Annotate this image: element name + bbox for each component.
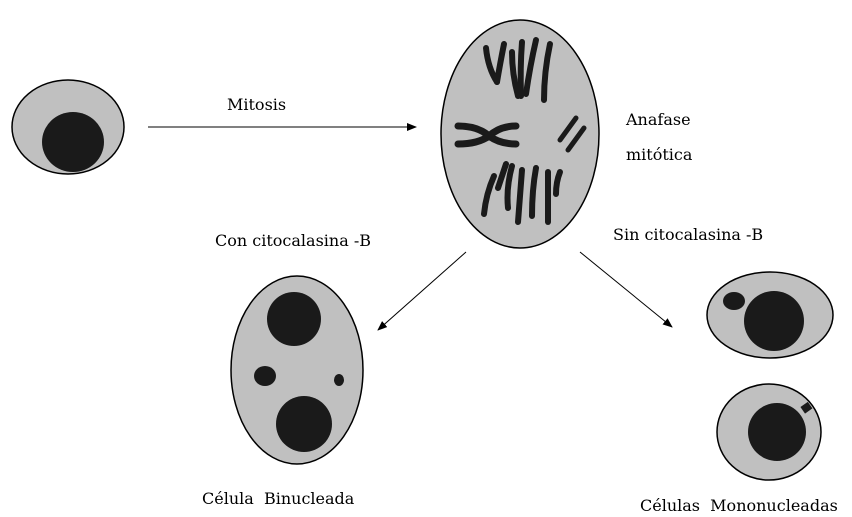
mononucleated-cells-label: Células Mononucleadas: [640, 498, 838, 514]
anaphase-cell: [441, 20, 599, 248]
micronucleus: [723, 292, 745, 310]
with-cytochalasin-label: Con citocalasina -B: [215, 233, 371, 249]
parent-cell-nucleus: [42, 112, 104, 172]
with-cytochalasin-arrow: [378, 252, 466, 330]
binucleated-cell-label: Célula Binucleada: [202, 491, 354, 507]
mitosis-label: Mitosis: [227, 97, 286, 113]
main-nucleus: [276, 396, 332, 452]
anaphase-label-line1: Anafase: [626, 112, 691, 128]
anaphase-label-line2: mitótica: [626, 147, 692, 163]
chromosome: [518, 170, 522, 222]
mononucleated-cell: [717, 384, 821, 480]
parent-cell: [12, 80, 124, 174]
mononucleated-cell: [707, 272, 833, 358]
chromosome: [521, 42, 522, 96]
without-cytochalasin-label: Sin citocalasina -B: [613, 227, 763, 243]
micronucleus: [254, 366, 276, 386]
binucleated-cell: [231, 276, 363, 464]
main-nucleus: [748, 403, 806, 461]
main-nucleus: [267, 292, 321, 346]
micronucleus: [334, 374, 344, 386]
without-cytochalasin-arrow: [580, 252, 672, 327]
main-nucleus: [744, 291, 804, 351]
